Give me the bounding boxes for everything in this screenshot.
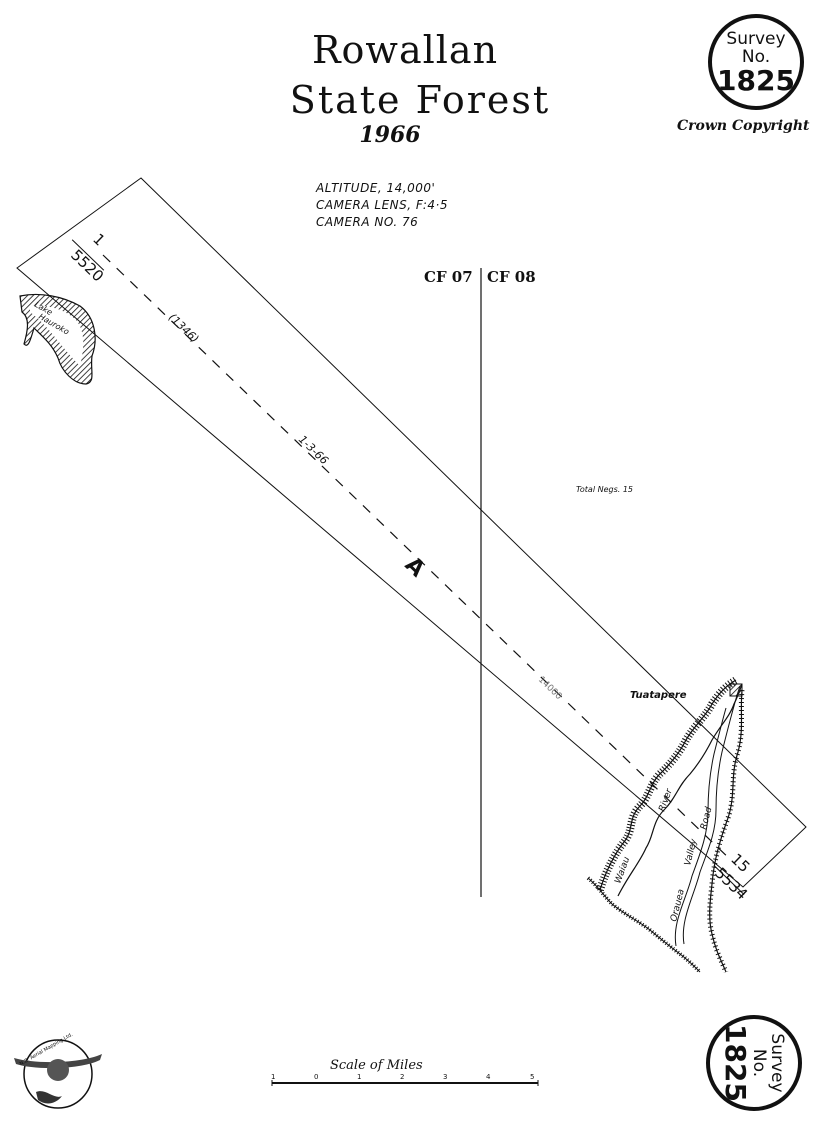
stamp-number: 1825 — [717, 64, 795, 97]
scale-tick: 0 — [314, 1073, 319, 1081]
run-reference: (1346) — [166, 311, 201, 346]
flight-line — [102, 254, 736, 865]
sheet-label-left: CF 07 — [424, 268, 473, 286]
altitude-note: Altitude, 14,000' — [316, 181, 436, 195]
road-label-word3: Road — [699, 806, 714, 831]
total-negs-label: Total Negs. 15 — [576, 485, 633, 494]
copyright-notice: Crown Copyright — [677, 118, 810, 134]
camera-lens-note: Camera Lens, F:4·5 — [316, 198, 448, 212]
sheet-label-right: CF 08 — [487, 268, 536, 286]
run-altitude-mark: 14000 — [536, 675, 564, 702]
start-frame-number: 5520 — [67, 246, 107, 285]
end-frame-tick — [713, 865, 745, 895]
run-letter: A — [400, 552, 430, 582]
scale-title: Scale of Miles — [330, 1058, 423, 1073]
orauea-valley-road — [682, 685, 741, 945]
river-label-word1: Waiau — [613, 855, 632, 885]
flight-strip-boundary — [16, 177, 807, 888]
start-frame-tick — [71, 239, 105, 271]
scale-tick: 4 — [486, 1073, 491, 1081]
title-line2: State Forest — [289, 78, 551, 122]
stamp-word: Survey — [726, 29, 786, 49]
title-line1: Rowallan — [311, 28, 499, 72]
scale-tick: 1 — [357, 1073, 362, 1081]
run-date: 1-3-66 — [296, 433, 331, 467]
survey-number-stamp-rotated: Survey No. 1825 — [706, 1015, 802, 1111]
tuatapere-town-marker — [729, 683, 743, 697]
scale-tick: 3 — [443, 1073, 448, 1081]
aerial-mapping-logo: N.Z. Aerial Mapping Ltd. — [14, 1032, 102, 1109]
road-label-word1: Orauea — [669, 888, 687, 922]
stamp-word: Survey — [767, 1033, 787, 1093]
camera-number-note: Camera No. 76 — [316, 215, 419, 229]
scale-tick: 5 — [530, 1073, 535, 1081]
survey-number-stamp: Survey No. 1825 — [708, 14, 804, 110]
stamp-number: 1825 — [719, 1024, 752, 1102]
stamp-no: No. — [741, 47, 771, 67]
start-neg-number: 1 — [89, 230, 108, 250]
scale-tick: 2 — [400, 1073, 405, 1081]
railway-line — [707, 689, 745, 973]
stamp-no: No. — [749, 1048, 769, 1078]
town-label: Tuatapere — [630, 690, 687, 701]
scale-tick: 1 — [271, 1073, 276, 1081]
title-year: 1966 — [359, 122, 421, 148]
